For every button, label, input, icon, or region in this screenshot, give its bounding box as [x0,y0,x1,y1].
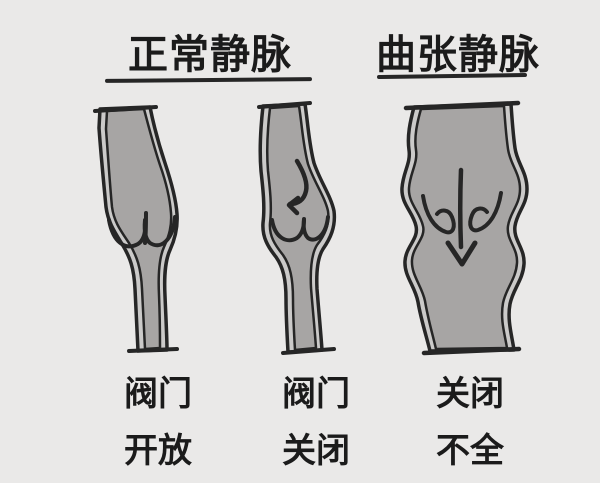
valve-opening [143,211,148,245]
section-title-varicose-vein: 曲张静脉 [376,32,540,77]
caption-valve-incompetent: 关闭 不全 [436,366,504,480]
reflux-arrowhead [445,240,478,267]
caption-line: 关闭 [282,433,350,470]
caption-line: 开放 [124,433,192,470]
vein-normal-open-valve [93,105,179,353]
caption-valve-open: 阀门 开放 [124,366,192,480]
vein-bottom-edge [421,346,522,356]
vein-top-edge [93,105,158,113]
caption-line: 阀门 [124,376,192,413]
caption-line: 关闭 [436,376,504,413]
vein-top-edge [257,101,312,109]
vein-lumen [104,107,173,351]
blocked-flow-arrow-icon [287,158,309,207]
vein-lumen [265,104,330,352]
valve-leaflet-right [468,191,503,233]
blocked-flow-arrowhead [286,195,301,216]
valve-leaflet-left [421,194,456,235]
vein-bottom-edge [127,347,179,353]
vein-bottom-edge [281,347,336,355]
valve-leaflet-right [301,215,330,242]
vein-varicose-incompetent-valve [400,100,529,356]
caption-line: 不全 [436,433,504,470]
section-title-normal-vein: 正常静脉 [128,32,292,77]
caption-valve-closed: 阀门 关闭 [282,366,350,480]
vein-normal-closed-valve [257,101,337,355]
reflux-arrow-icon [458,167,464,250]
vein-top-edge [403,100,521,111]
caption-line: 阀门 [282,376,350,413]
